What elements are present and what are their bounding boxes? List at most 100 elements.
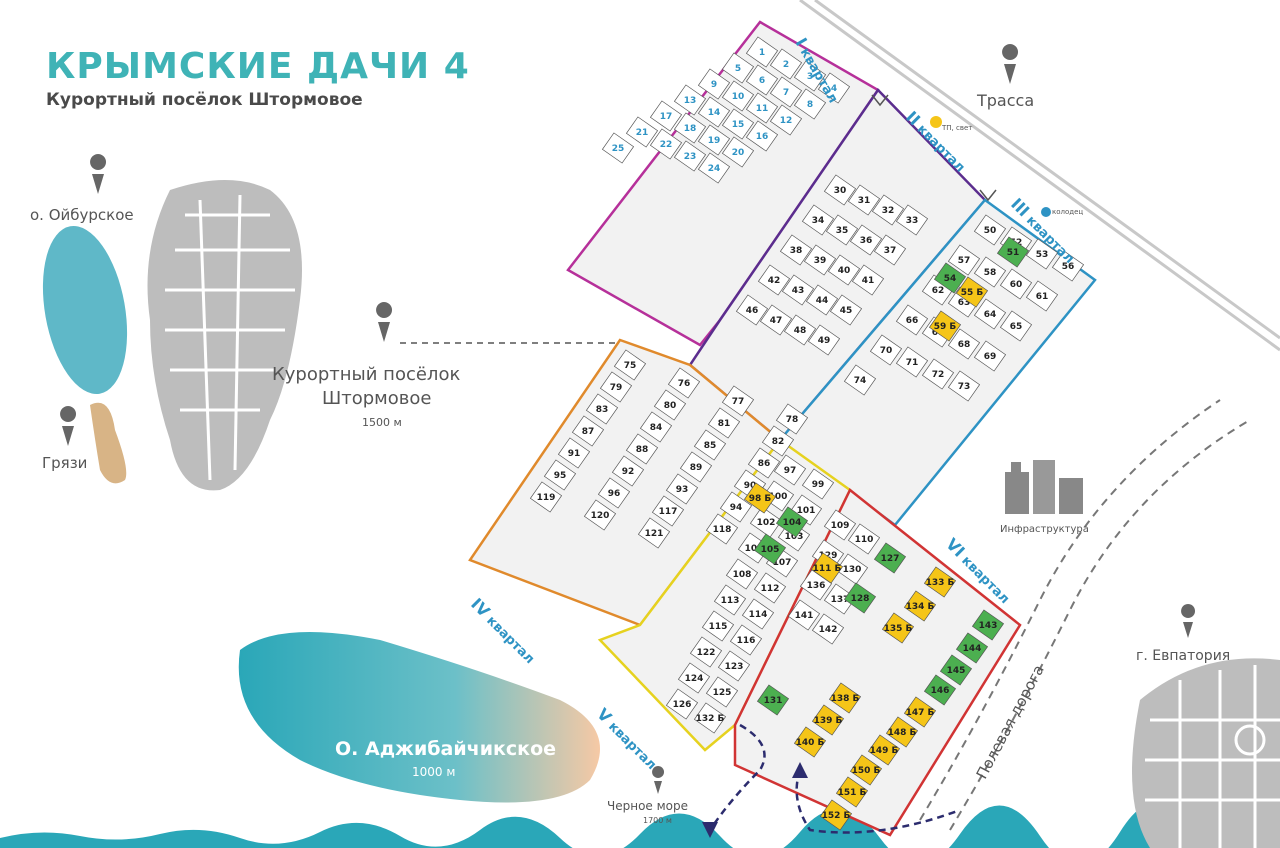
- plot-6[interactable]: 6: [745, 64, 779, 96]
- plot-73[interactable]: 73: [947, 370, 981, 402]
- plot-68[interactable]: 68: [947, 328, 981, 360]
- plot-119[interactable]: 119: [529, 481, 563, 513]
- plot-144[interactable]: 144: [955, 632, 989, 664]
- plot-23[interactable]: 23: [673, 140, 707, 172]
- plot-41[interactable]: 41: [851, 264, 885, 296]
- plot-93[interactable]: 93: [665, 473, 699, 505]
- plot-108[interactable]: 108: [725, 558, 759, 590]
- plot-76[interactable]: 76: [667, 367, 701, 399]
- plot-50[interactable]: 50: [973, 214, 1007, 246]
- plot-128[interactable]: 128: [843, 582, 877, 614]
- plot-55-Б[interactable]: 55 Б: [955, 276, 989, 308]
- plot-127[interactable]: 127: [873, 542, 907, 574]
- plot-111-Б[interactable]: 111 Б: [810, 552, 844, 584]
- plot-17[interactable]: 17: [649, 100, 683, 132]
- plot-139-Б[interactable]: 139 Б: [811, 704, 845, 736]
- plot-45[interactable]: 45: [829, 294, 863, 326]
- plot-134-Б[interactable]: 134 Б: [903, 590, 937, 622]
- plot-65[interactable]: 65: [999, 310, 1033, 342]
- plot-105[interactable]: 105: [753, 533, 787, 565]
- plot-48[interactable]: 48: [783, 314, 817, 346]
- plot-25[interactable]: 25: [601, 132, 635, 164]
- plot-110[interactable]: 110: [847, 523, 881, 555]
- plot-135-Б[interactable]: 135 Б: [881, 612, 915, 644]
- plot-53[interactable]: 53: [1025, 238, 1059, 270]
- plot-83[interactable]: 83: [585, 393, 619, 425]
- plot-87[interactable]: 87: [571, 415, 605, 447]
- plot-44[interactable]: 44: [805, 284, 839, 316]
- plot-54[interactable]: 54: [933, 262, 967, 294]
- plot-88[interactable]: 88: [625, 433, 659, 465]
- plot-112[interactable]: 112: [753, 572, 787, 604]
- plot-11[interactable]: 11: [745, 92, 779, 124]
- plot-72[interactable]: 72: [921, 358, 955, 390]
- plot-97[interactable]: 97: [773, 454, 807, 486]
- plot-56[interactable]: 56: [1051, 250, 1085, 282]
- plot-89[interactable]: 89: [679, 451, 713, 483]
- plot-40[interactable]: 40: [827, 254, 861, 286]
- plot-16[interactable]: 16: [745, 120, 779, 152]
- plot-57[interactable]: 57: [947, 244, 981, 276]
- plot-22[interactable]: 22: [649, 128, 683, 160]
- plot-77[interactable]: 77: [721, 385, 755, 417]
- plot-96[interactable]: 96: [597, 477, 631, 509]
- plot-8[interactable]: 8: [793, 88, 827, 120]
- plot-85[interactable]: 85: [693, 429, 727, 461]
- plot-15[interactable]: 15: [721, 108, 755, 140]
- plot-84[interactable]: 84: [639, 411, 673, 443]
- plot-21[interactable]: 21: [625, 116, 659, 148]
- plot-123[interactable]: 123: [717, 650, 751, 682]
- plot-46[interactable]: 46: [735, 294, 769, 326]
- plot-51[interactable]: 51: [996, 236, 1030, 268]
- plot-1[interactable]: 1: [745, 36, 779, 68]
- plot-34[interactable]: 34: [801, 204, 835, 236]
- plot-109[interactable]: 109: [823, 509, 857, 541]
- plot-31[interactable]: 31: [847, 184, 881, 216]
- plot-142[interactable]: 142: [811, 613, 845, 645]
- plot-37[interactable]: 37: [873, 234, 907, 266]
- plot-81[interactable]: 81: [707, 407, 741, 439]
- plot-122[interactable]: 122: [689, 636, 723, 668]
- plot-124[interactable]: 124: [677, 662, 711, 694]
- plot-145[interactable]: 145: [939, 654, 973, 686]
- plot-137[interactable]: 137: [823, 583, 857, 615]
- plot-35[interactable]: 35: [825, 214, 859, 246]
- plot-131[interactable]: 131: [756, 684, 790, 716]
- plot-14[interactable]: 14: [697, 96, 731, 128]
- plot-10[interactable]: 10: [721, 80, 755, 112]
- plot-61[interactable]: 61: [1025, 280, 1059, 312]
- plot-143[interactable]: 143: [971, 609, 1005, 641]
- plot-98-Б[interactable]: 98 Б: [743, 482, 777, 514]
- plot-115[interactable]: 115: [701, 610, 735, 642]
- plot-121[interactable]: 121: [637, 517, 671, 549]
- plot-39[interactable]: 39: [803, 244, 837, 276]
- plot-138-Б[interactable]: 138 Б: [828, 682, 862, 714]
- plot-125[interactable]: 125: [705, 676, 739, 708]
- plot-5[interactable]: 5: [721, 52, 755, 84]
- plot-7[interactable]: 7: [769, 76, 803, 108]
- plot-94[interactable]: 94: [719, 491, 753, 523]
- plot-49[interactable]: 49: [807, 324, 841, 356]
- plot-12[interactable]: 12: [769, 104, 803, 136]
- plot-132-Б[interactable]: 132 Б: [693, 702, 727, 734]
- plot-146[interactable]: 146: [923, 674, 957, 706]
- plot-74[interactable]: 74: [843, 364, 877, 396]
- plot-13[interactable]: 13: [673, 84, 707, 116]
- plot-71[interactable]: 71: [895, 346, 929, 378]
- plot-2[interactable]: 2: [769, 48, 803, 80]
- plot-38[interactable]: 38: [779, 234, 813, 266]
- plot-91[interactable]: 91: [557, 437, 591, 469]
- plot-86[interactable]: 86: [747, 447, 781, 479]
- plot-4[interactable]: 4: [817, 72, 851, 104]
- plot-149-Б[interactable]: 149 Б: [867, 734, 901, 766]
- plot-120[interactable]: 120: [583, 499, 617, 531]
- plot-140-Б[interactable]: 140 Б: [793, 726, 827, 758]
- plot-148-Б[interactable]: 148 Б: [885, 716, 919, 748]
- plot-75[interactable]: 75: [613, 349, 647, 381]
- plot-79[interactable]: 79: [599, 371, 633, 403]
- plot-104[interactable]: 104: [775, 506, 809, 538]
- plot-32[interactable]: 32: [871, 194, 905, 226]
- plot-64[interactable]: 64: [973, 298, 1007, 330]
- plot-33[interactable]: 33: [895, 204, 929, 236]
- plot-18[interactable]: 18: [673, 112, 707, 144]
